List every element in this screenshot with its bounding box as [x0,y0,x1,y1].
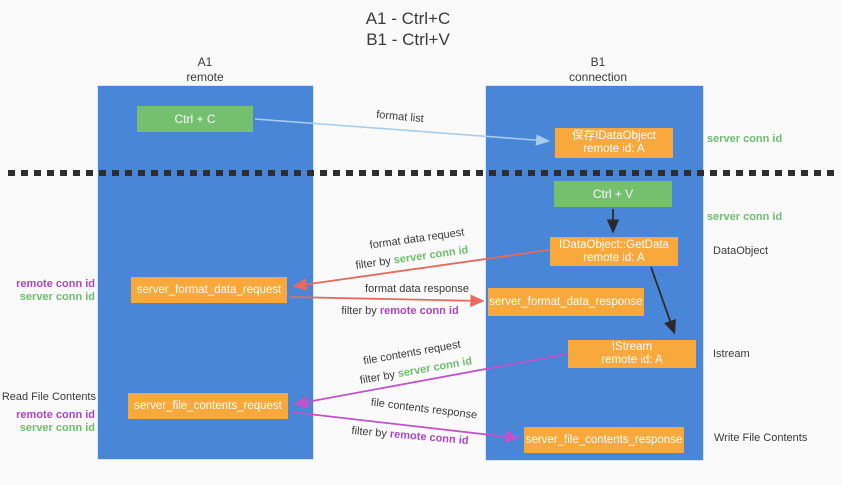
remote-conn-id-key: remote conn id [379,305,459,317]
machine-boundary-dotted-line [8,170,834,176]
ctrl-c-node: Ctrl + C [137,106,253,132]
title-line-2: B1 - Ctrl+V [366,30,450,49]
istream-node: IStream remote id: A [568,340,696,368]
istream-side-label: Istream [713,348,750,360]
server-conn-id-top-label: server conn id [707,133,783,145]
istream-line1: IStream [611,341,653,353]
server-conn-id-mid-label: server conn id [707,211,783,223]
remote-conn-id-top-label: remote conn id [16,278,95,290]
server-file-contents-request-node: server_file_contents_request [128,393,288,419]
filter-by-prefix: filter by [341,305,380,317]
server-format-data-response-node: server_format_data_response [488,288,644,316]
server-conn-id-left-bottom-label: server conn id [19,422,95,434]
left-conn-ids-bottom: remote conn id server conn id [0,409,95,435]
lane-a1-name: A1 [197,55,213,69]
remote-conn-id-bottom-label: remote conn id [16,409,95,421]
server-format-data-request-label: server_format_data_request [136,283,282,296]
file-contents-request-arrow [293,353,568,409]
server-file-contents-request-label: server_file_contents_request [134,399,282,412]
ctrl-c-label: Ctrl + C [174,111,216,126]
read-file-contents-label: Read File Contents [1,391,96,403]
istream-line2: remote id: A [601,354,663,366]
save-dataobject-line2: remote id: A [583,143,645,155]
lane-a1-role: remote [186,70,224,84]
getdata-line2: remote id: A [583,251,645,264]
getdata-line1: IDataObject::GetData [559,238,669,251]
server-file-contents-response-label: server_file_contents_response [525,433,683,446]
server-format-data-request-node: server_format_data_request [131,277,287,303]
format-data-response-arrow [289,294,485,308]
write-file-contents-label: Write File Contents [714,432,808,444]
file-contents-response-arrow [290,411,520,443]
format-data-response-label: format data response [365,283,469,295]
lane-header-b1: B1 connection [528,55,668,85]
title-line-1: A1 - Ctrl+C [365,9,451,28]
lane-b1-name: B1 [590,55,606,69]
server-file-contents-response-node: server_file_contents_response [524,427,684,453]
ctrl-v-label: Ctrl + V [592,186,634,201]
dataobject-label: DataObject [713,245,769,257]
format-data-request-arrow [292,249,550,291]
server-format-data-response-label: server_format_data_response [489,295,643,308]
save-dataobject-node: 保存IDataObject remote id: A [555,128,673,158]
left-conn-ids-top: remote conn id server conn id [0,278,95,304]
ctrl-v-node: Ctrl + V [554,181,672,207]
lane-header-a1: A1 remote [135,55,275,85]
lane-b1-role: connection [568,70,628,84]
format-list-arrow [254,118,551,146]
getdata-node: IDataObject::GetData remote id: A [550,237,678,266]
save-dataobject-line1: 保存IDataObject [572,130,656,142]
getdata-to-istream-arrow [650,266,677,335]
format-data-response-filter-label: filter by remote conn id [341,305,458,317]
server-conn-id-left-top-label: server conn id [19,291,95,303]
diagram-title: A1 - Ctrl+C B1 - Ctrl+V [0,8,816,50]
